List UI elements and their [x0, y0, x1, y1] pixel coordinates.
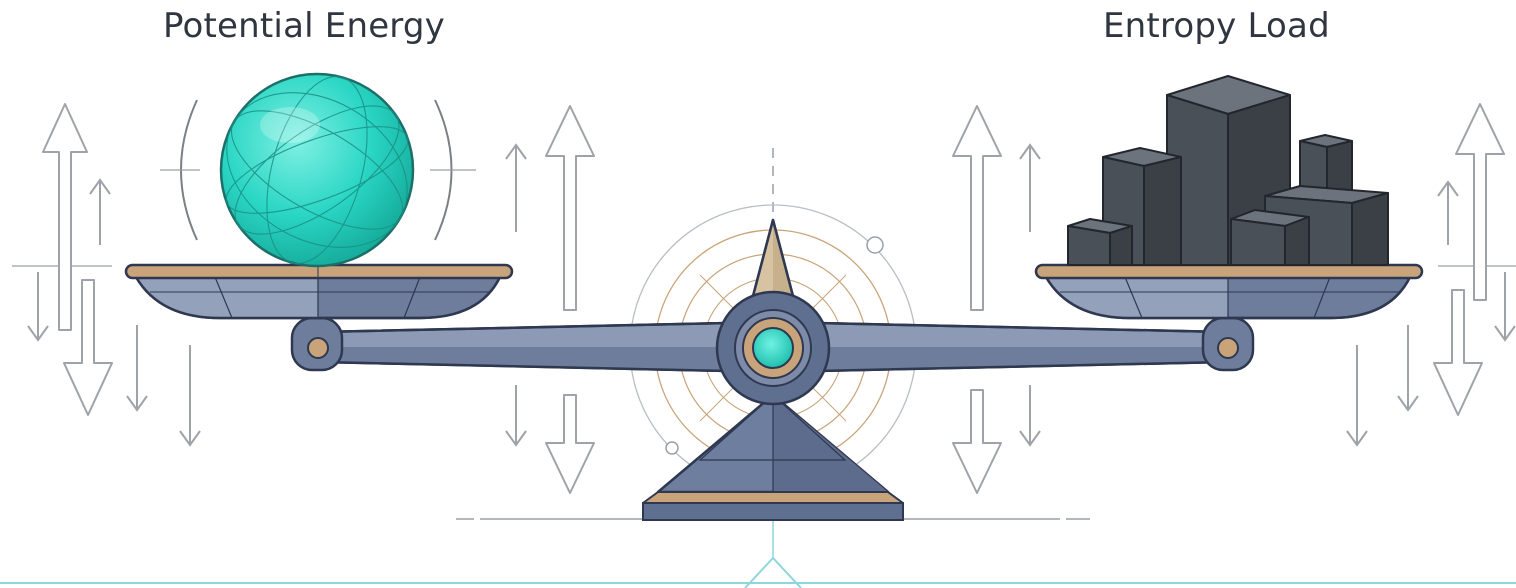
down-arrow-icon: [1434, 290, 1482, 415]
up-arrow-icon: [1438, 182, 1458, 245]
up-arrow-icon: [953, 106, 1001, 310]
up-arrow-icon: [506, 145, 526, 232]
left-pan: [126, 265, 512, 318]
down-arrow-icon: [127, 325, 147, 410]
up-arrow-icon: [1020, 145, 1040, 232]
down-arrow-icon: [1398, 325, 1418, 410]
down-arrow-icon: [28, 272, 48, 340]
right-pan: [1036, 265, 1422, 318]
pivot-hub: [717, 292, 829, 404]
down-arrow-icon: [506, 385, 526, 445]
down-arrow-icon: [546, 395, 594, 493]
up-arrow-icon: [546, 106, 594, 310]
down-arrow-icon: [180, 345, 200, 445]
up-arrow-icon: [90, 180, 110, 245]
ball-icon: [199, 61, 435, 278]
blocks-icon: [1068, 76, 1388, 265]
up-arrow-icon: [1456, 104, 1504, 300]
down-arrow-icon: [953, 390, 1001, 493]
down-arrow-icon: [1347, 345, 1367, 445]
down-arrow-icon: [1020, 385, 1040, 445]
scale-spire: [752, 220, 794, 300]
down-arrow-icon: [1495, 272, 1515, 340]
up-arrow-icon: [43, 104, 87, 330]
